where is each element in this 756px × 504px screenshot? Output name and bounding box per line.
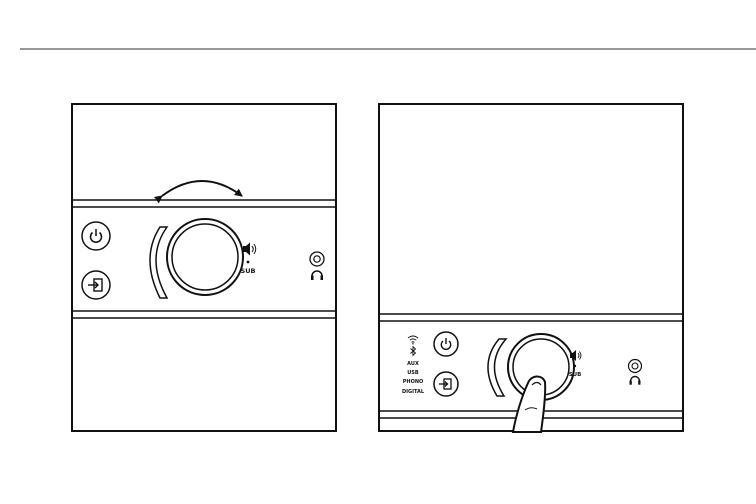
- power-button[interactable]: [82, 222, 110, 250]
- left-speaker-panel: SUB: [72, 104, 336, 431]
- input-button[interactable]: [434, 372, 458, 396]
- source-usb: USB: [407, 370, 419, 376]
- volume-knob[interactable]: [167, 219, 243, 295]
- mode-dot: [247, 261, 250, 264]
- headphone-jack[interactable]: [310, 252, 324, 266]
- headphone-jack[interactable]: [629, 360, 642, 373]
- mode-dot: [574, 365, 576, 367]
- power-button[interactable]: [434, 332, 458, 356]
- sub-label: SUB: [241, 267, 256, 275]
- source-digital: DIGITAL: [402, 389, 425, 395]
- source-phono: PHONO: [403, 379, 424, 385]
- input-button[interactable]: [82, 271, 110, 299]
- right-speaker-panel: AUX USB PHONO DIGITAL: [379, 104, 683, 432]
- source-aux: AUX: [407, 361, 419, 367]
- sub-label: SUB: [569, 372, 582, 378]
